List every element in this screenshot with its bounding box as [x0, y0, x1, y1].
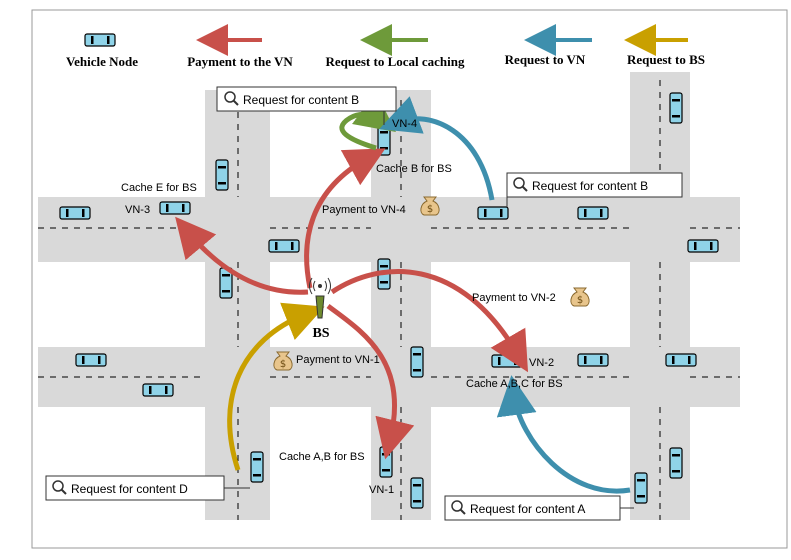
cache-ab-label: Cache A,B for BS — [279, 451, 365, 463]
vn3-label: VN-3 — [125, 204, 150, 216]
payment-vn4-label: Payment to VN-4 — [322, 204, 406, 216]
car-icon — [410, 346, 424, 378]
cache-b-label: Cache B for BS — [376, 163, 452, 175]
car-icon — [477, 206, 509, 220]
car-icon — [634, 472, 648, 504]
car-icon-vn2 — [491, 354, 523, 368]
legend-vehicle-node: Vehicle Node — [66, 54, 138, 69]
payment-vn2-label: Payment to VN-2 — [472, 292, 556, 304]
request-box-content-b-top: Request for content B — [216, 86, 397, 125]
car-icon — [142, 383, 174, 397]
cache-e-label: Cache E for BS — [121, 182, 197, 194]
payment-arrow-vn4 — [304, 148, 386, 289]
request-content-d: Request for content D — [71, 482, 188, 496]
vn2-label: VN-2 — [529, 357, 554, 369]
request-vn-arrow-vn2 — [496, 375, 631, 494]
car-icon — [410, 477, 424, 509]
car-icon — [215, 159, 229, 191]
request-box-content-b-right: Request for content B — [506, 172, 683, 207]
request-box-content-d: Request for content D — [45, 475, 250, 501]
car-icon-vn1 — [379, 446, 393, 478]
car-icon — [250, 451, 264, 483]
car-icon — [669, 92, 683, 124]
payment-arrow-vn3 — [175, 216, 309, 295]
request-content-b-right: Request for content B — [532, 179, 648, 193]
car-icon-vn3 — [159, 201, 191, 215]
request-content-a: Request for content A — [470, 502, 585, 516]
car-icon — [268, 239, 300, 253]
legend-car-icon — [84, 33, 116, 47]
payment-arrow-vn1 — [326, 303, 415, 460]
vn4-label: VN-4 — [392, 118, 417, 130]
vn1-label: VN-1 — [369, 484, 394, 496]
car-icon-vn4 — [377, 124, 391, 156]
cache-abc-label: Cache A,B,C for BS — [466, 378, 563, 390]
request-content-b-top: Request for content B — [243, 93, 359, 107]
payment-vn1-label: Payment to VN-1 — [296, 354, 380, 366]
car-icon — [75, 353, 107, 367]
request-bs-arrow — [227, 302, 325, 471]
car-icon — [59, 206, 91, 220]
bs-label: BS — [312, 326, 329, 341]
legend-request-vn: Request to VN — [505, 52, 586, 67]
local-caching-arrow — [339, 92, 397, 151]
payment-arrow-vn2 — [330, 269, 529, 373]
car-icon — [577, 353, 609, 367]
flows — [175, 92, 631, 494]
car-icon — [577, 206, 609, 220]
legend-request-bs: Request to BS — [627, 52, 705, 67]
legend-payment: Payment to the VN — [187, 54, 293, 69]
node-labels: VN-4 Cache B for BS Cache E for BS VN-3 … — [121, 118, 563, 496]
frame-border — [31, 9, 788, 549]
car-icon — [669, 447, 683, 479]
money-bag-icon — [570, 287, 590, 307]
legend-local-caching: Request to Local caching — [325, 54, 465, 69]
request-vn-arrow-vn4 — [379, 96, 495, 201]
base-station-icon — [309, 277, 331, 319]
car-icon — [665, 353, 697, 367]
request-box-content-a: Request for content A — [444, 495, 634, 521]
car-icon — [687, 239, 719, 253]
legend: Vehicle Node Payment to the VN Request t… — [66, 24, 705, 69]
